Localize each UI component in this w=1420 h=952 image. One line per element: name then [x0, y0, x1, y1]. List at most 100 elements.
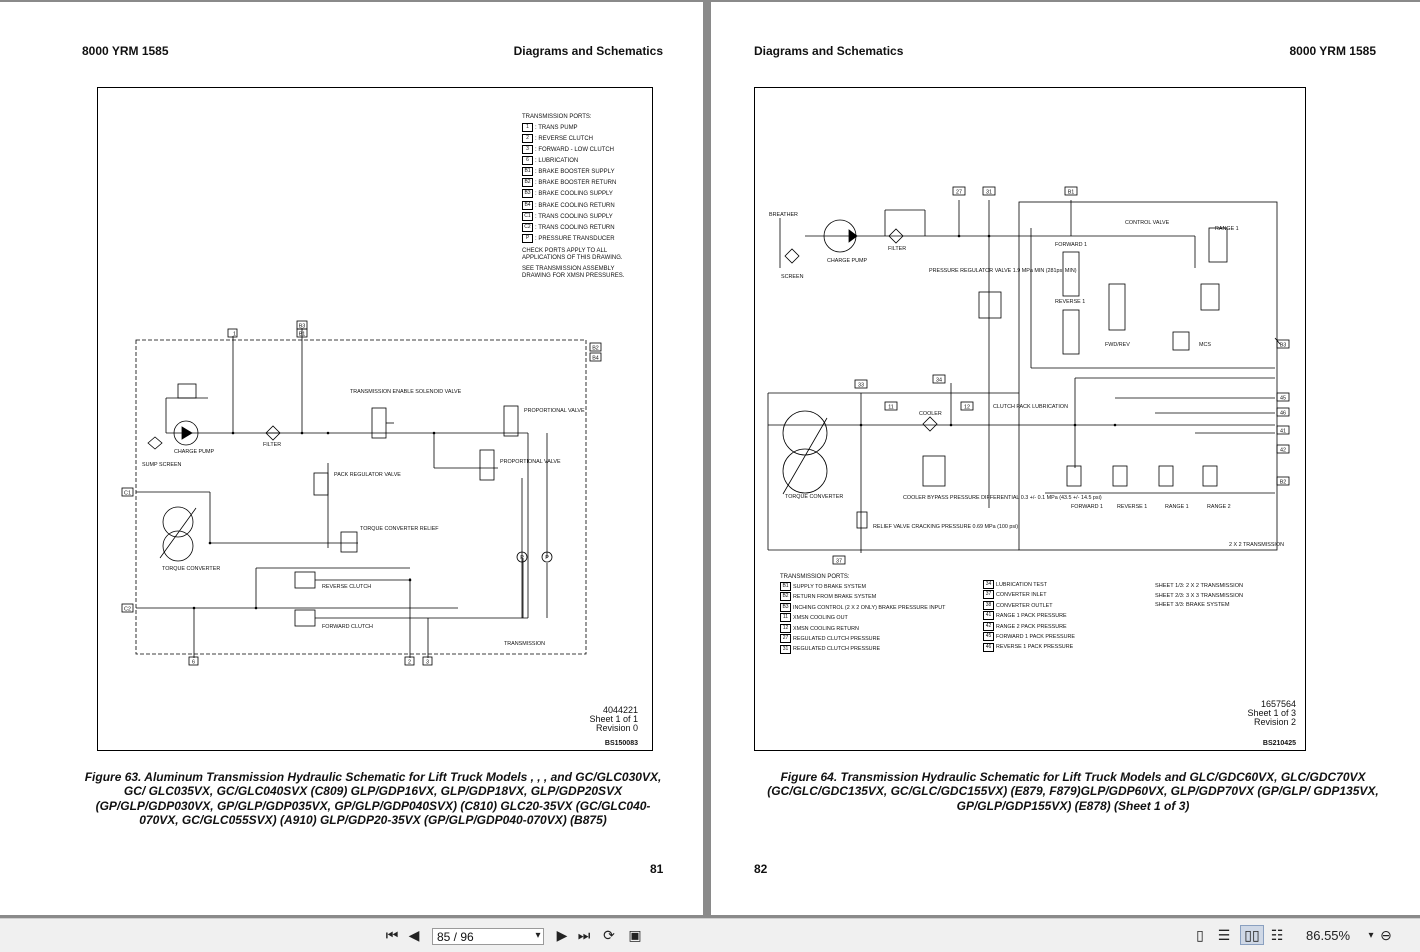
viewer-toolbar: ⏮ ◀ 85 / 96 ▾ ▶ ⏭ ⟳ ▣ ▯ ☰ ▯▯ ☷ 86.55% ▾ … [0, 918, 1420, 952]
label-rev: REVERSE CLUTCH [322, 584, 371, 590]
facing-icon[interactable]: ▯▯ [1240, 925, 1264, 945]
port-code-box: B1 [522, 167, 533, 177]
label-bypass: COOLER BYPASS PRESSURE DIFFERENTIAL 0.3 … [903, 495, 1102, 501]
port-code-box: 11 [780, 613, 791, 623]
zoom-dropdown-icon[interactable]: ▾ [1368, 930, 1374, 941]
legend-text: : BRAKE BOOSTER RETURN [535, 180, 617, 187]
label-control: CONTROL VALVE [1125, 220, 1170, 226]
legend-text: : BRAKE BOOSTER SUPPLY [535, 169, 615, 176]
legend-text: RETURN FROM BRAKE SYSTEM [793, 594, 877, 601]
last-page-icon[interactable]: ⏭ [577, 927, 591, 943]
port-code-box: 27 [780, 634, 791, 644]
port-c2: C2 [124, 607, 131, 613]
drawing-code: BS150083 [604, 740, 638, 747]
chevron-down-icon[interactable]: ▾ [535, 930, 541, 941]
port-34: 34 [936, 378, 942, 384]
port-code-box: 3 [522, 145, 533, 155]
port-code-box: 12 [780, 623, 791, 633]
legend-text: : TRANS COOLING SUPPLY [535, 213, 613, 220]
figure-caption: Figure 64. Transmission Hydraulic Schema… [767, 770, 1379, 813]
label-b-range2: RANGE 2 [1207, 504, 1231, 510]
label-prop2: PROPORTIONAL VALVE [500, 459, 561, 465]
note-xmsn: SEE TRANSMISSION ASSEMBLY DRAWING FOR XM… [522, 266, 625, 279]
label-tesv: TRANSMISSION ENABLE SOLENOID VALVE [350, 389, 462, 395]
left-page: 8000 YRM 1585 Diagrams and Schematics [0, 2, 703, 915]
single-page-icon[interactable]: ▯ [1196, 927, 1204, 943]
port-code-box: 6 [522, 156, 533, 166]
label-relief: RELIEF VALVE CRACKING PRESSURE 0.69 MPa … [873, 524, 1018, 530]
port-code-box: B3 [522, 189, 533, 199]
port-code-box: 31 [780, 644, 791, 654]
transducer-b: P [545, 555, 549, 561]
port-37: 37 [836, 559, 842, 565]
sheet-2: SHEET 2/3: 3 X 3 TRANSMISSION [1155, 592, 1244, 599]
label-clutchlube: CLUTCH PACK LUBRICATION [993, 404, 1068, 410]
legend-text: CONVERTER OUTLET [996, 602, 1053, 609]
port-code-box: B4 [522, 200, 533, 210]
legend-text: : LUBRICATION [535, 158, 579, 165]
legend-text: RANGE 2 PACK PRESSURE [996, 623, 1067, 630]
next-page-icon[interactable]: ▶ [556, 927, 568, 943]
port-12: 12 [964, 405, 970, 411]
label-mcs: MCS [1199, 342, 1211, 348]
legend-title: TRANSMISSION PORTS: [780, 574, 850, 580]
drawing-number: 4044221 [602, 705, 638, 715]
header-left: Diagrams and Schematics [754, 44, 904, 58]
port-3: 3 [426, 660, 429, 666]
page-number: 82 [754, 862, 768, 876]
legend-text: : FORWARD - LOW CLUTCH [535, 147, 614, 154]
prev-page-icon[interactable]: ◀ [408, 927, 420, 943]
port-b3: B3 [299, 324, 306, 330]
label-tcr: TORQUE CONVERTER RELIEF [360, 526, 439, 532]
snapshot-icon[interactable]: ▣ [628, 927, 642, 943]
header-right: Diagrams and Schematics [513, 44, 663, 58]
legend-text: REVERSE 1 PACK PRESSURE [996, 644, 1074, 651]
port-45: 45 [1280, 396, 1286, 402]
hydraulic-schematic: 27 31 B1 33 34 11 12 37 B3 45 46 41 42 B… [767, 186, 1290, 565]
label-pump: CHARGE PUMP [827, 258, 868, 264]
label-cooler: COOLER [919, 411, 942, 417]
first-page-icon[interactable]: ⏮ [385, 927, 399, 943]
port-31: 31 [986, 190, 992, 196]
zoom-level[interactable]: 86.55% [1306, 928, 1351, 943]
sheet-number: Sheet 1 of 1 [589, 714, 638, 724]
legend-item: C2: TRANS COOLING RETURN [522, 222, 616, 234]
right-page: Diagrams and Schematics 8000 YRM 1585 [711, 2, 1420, 915]
port-41: 41 [1280, 429, 1286, 435]
schematic-frame: 1 B3 B1 B2 B4 C1 C2 6 2 3 P P SUMP SCREE… [97, 87, 653, 751]
page-number-input[interactable]: 85 / 96 [432, 928, 544, 945]
legend-text: XMSN COOLING RETURN [793, 625, 859, 632]
legend-item: B2: BRAKE BOOSTER RETURN [522, 178, 616, 189]
port-b1: B1 [299, 332, 306, 338]
port-42: 42 [1280, 448, 1286, 454]
legend-item: C1: TRANS COOLING SUPPLY [522, 211, 616, 223]
hydraulic-schematic: 1 B3 B1 B2 B4 C1 C2 6 2 3 P P SUMP SCREE… [121, 320, 602, 666]
header-right: 8000 YRM 1585 [1289, 44, 1376, 58]
rotate-icon[interactable]: ⟳ [603, 927, 615, 943]
revision: Revision 2 [1253, 717, 1296, 727]
legend-item: B3: BRAKE COOLING SUPPLY [522, 189, 616, 200]
note-check-ports: CHECK PORTS APPLY TO ALL APPLICATIONS OF… [522, 248, 623, 261]
port-code-box: 2 [522, 134, 533, 144]
drawing-number: 1657564 [1260, 699, 1296, 709]
continuous-icon[interactable]: ☰ [1217, 927, 1231, 943]
port-code-box: B3 [780, 602, 791, 612]
legend-item: 6: LUBRICATION [522, 156, 616, 167]
port-6: 6 [192, 660, 195, 666]
legend-text: LUBRICATION TEST [996, 582, 1048, 588]
continuous-facing-icon[interactable]: ☷ [1270, 927, 1284, 943]
label-prop1: PROPORTIONAL VALVE [524, 408, 585, 414]
zoom-out-icon[interactable]: ⊖ [1380, 927, 1392, 943]
sheet-3: SHEET 3/3: BRAKE SYSTEM [1155, 602, 1230, 608]
label-prv: PACK REGULATOR VALVE [334, 472, 401, 478]
label-prv: PRESSURE REGULATOR VALVE 1.9 MPa MIN (28… [929, 268, 1077, 274]
port-code-box: 34 [983, 580, 994, 590]
legend-text: : PRESSURE TRANSDUCER [535, 235, 615, 242]
port-c1: C1 [124, 491, 131, 497]
